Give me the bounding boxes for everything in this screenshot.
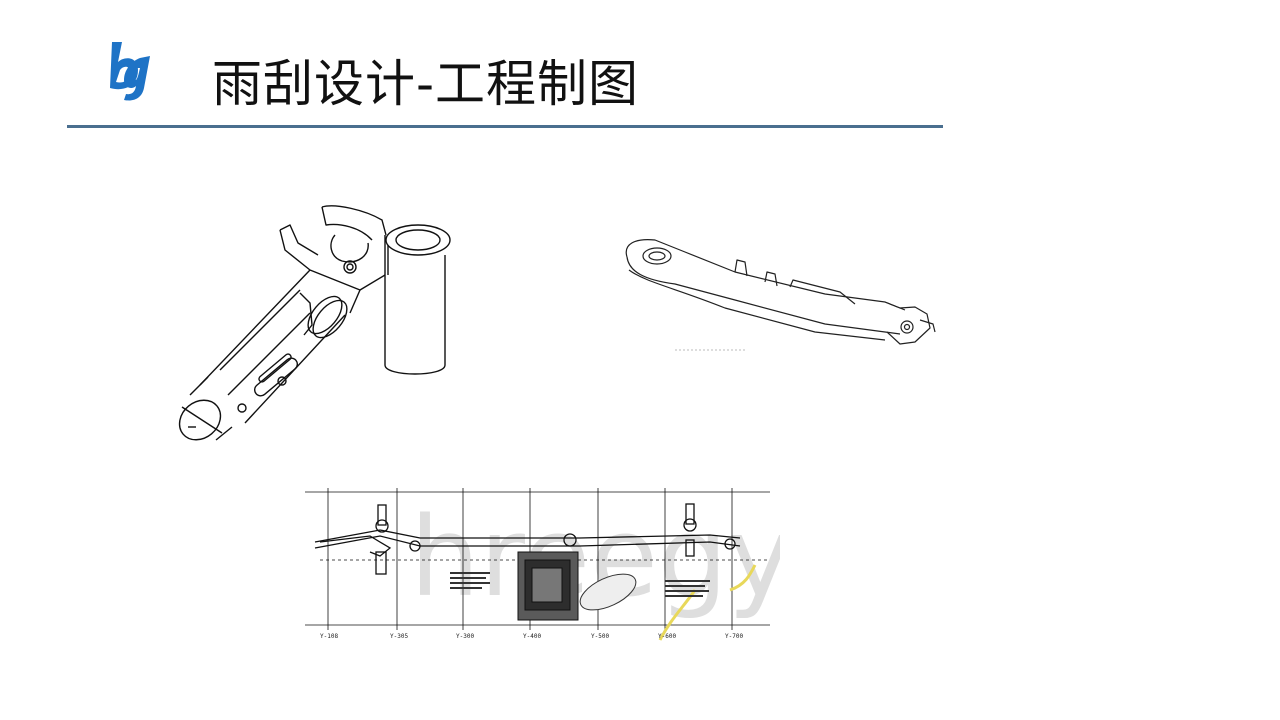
wiper-arm-3d-drawing-icon xyxy=(625,239,936,351)
wiper-crank-3d-drawing-icon xyxy=(178,205,451,441)
arm-drawing xyxy=(615,232,950,357)
slide-title: 雨刮设计-工程制图 xyxy=(212,55,640,113)
grid-label: Y-305 xyxy=(390,633,408,640)
wiper-linkage-assembly-drawing-icon: hreegya xyxy=(305,488,780,641)
grid-label: Y-700 xyxy=(725,633,743,640)
grid-label: Y-300 xyxy=(456,633,474,640)
grid-label: Y-400 xyxy=(523,633,541,640)
company-logo xyxy=(104,40,162,102)
linkage-drawing: hreegya xyxy=(300,480,780,650)
grid-label: Y-600 xyxy=(658,633,676,640)
grid-label: Y-500 xyxy=(591,633,609,640)
crank-drawing xyxy=(160,195,470,455)
title-divider xyxy=(67,125,943,128)
grid-label: Y-108 xyxy=(320,633,338,640)
company-logo-icon xyxy=(110,42,150,101)
